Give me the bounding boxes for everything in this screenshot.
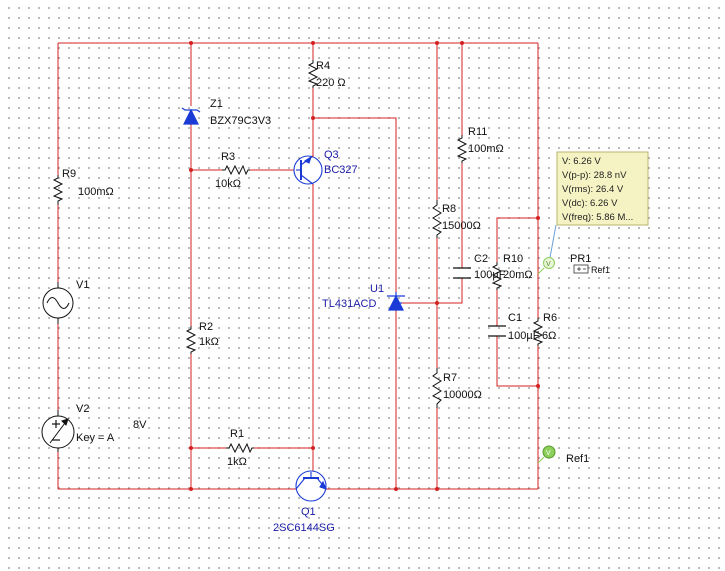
r4-value: 220 Ω	[316, 77, 346, 89]
probe-reading-vpp: V(p-p): 28.8 nV	[562, 170, 627, 181]
q3-value: BC327	[324, 164, 358, 176]
resistor-r1	[226, 442, 254, 454]
source-v1	[42, 282, 74, 324]
source-v2	[41, 410, 75, 452]
c1-value: 100µF	[508, 330, 540, 342]
junction-dot	[460, 41, 464, 45]
resistor-r6	[532, 318, 544, 346]
r8-value: 15000Ω	[442, 220, 481, 232]
r6-value: 6Ω	[542, 330, 556, 342]
junction-dot	[435, 301, 439, 305]
z1-ref: Z1	[210, 98, 223, 110]
r3-value: 10kΩ	[215, 178, 241, 190]
transistor-q1	[295, 470, 327, 502]
probe-readings: V: 6.26 V V(p-p): 28.8 nV V(rms): 26.4 V…	[562, 156, 633, 223]
r11-value: 100mΩ	[468, 143, 504, 155]
svg-text:V: V	[546, 450, 551, 457]
resistor-r10	[491, 262, 503, 290]
c1-ref: C1	[508, 312, 522, 324]
u1-value: TL431ACD	[322, 298, 376, 310]
r2-ref: R2	[199, 321, 213, 333]
probe-reading-vrms: V(rms): 26.4 V	[562, 184, 624, 195]
resistor-r2	[185, 326, 197, 354]
junction-dot	[189, 168, 193, 172]
svg-text:V: V	[546, 261, 551, 268]
junction-dot	[536, 216, 540, 220]
resistor-r9	[52, 175, 64, 205]
ref1-label: Ref1	[566, 453, 589, 465]
r7-ref: R7	[443, 372, 457, 384]
zener-z1	[181, 107, 201, 125]
regulator-u1	[387, 292, 405, 311]
v2-ref: V2	[76, 403, 89, 415]
resistor-r3	[222, 164, 250, 176]
probe-reading-v: V: 6.26 V	[562, 156, 601, 167]
wire-q3-u1	[313, 117, 397, 292]
probe-reading-vdc: V(dc): 6.26 V	[562, 198, 618, 209]
junctions	[189, 41, 540, 491]
r8-ref: R8	[442, 203, 456, 215]
probe-reading-vfreq: V(freq): 5.86 M...	[562, 212, 633, 223]
probe-ref1-icon	[573, 264, 589, 274]
junction-dot	[311, 41, 315, 45]
junction-dot	[189, 41, 193, 45]
junction-dot	[189, 446, 193, 450]
junction-dot	[394, 487, 398, 491]
r10-value: 20mΩ	[503, 269, 533, 281]
probe-pr1: V	[537, 257, 555, 275]
resistor-r4	[307, 60, 319, 88]
junction-dot	[311, 116, 315, 120]
wire-r10-top	[496, 217, 538, 262]
labels: Z1 BZX79C3V3 R4 220 Ω R3 10kΩ Q3 BC327 R…	[62, 60, 610, 534]
wire-probe-leader	[548, 224, 557, 264]
c2-ref: C2	[474, 253, 488, 265]
probe-ground-ref1: V	[537, 445, 556, 464]
z1-value: BZX79C3V3	[210, 115, 271, 127]
r2-value: 1kΩ	[199, 336, 219, 348]
r6-ref: R6	[543, 312, 557, 324]
resistor-r7	[431, 368, 442, 408]
junction-dot	[311, 446, 315, 450]
r1-value: 1kΩ	[227, 456, 247, 468]
q1-ref: Q1	[301, 506, 316, 518]
r1-ref: R1	[230, 428, 244, 440]
pr1-ref-label: Ref1	[591, 265, 610, 275]
v2-key: Key = A	[76, 432, 115, 444]
wire-c2-node	[437, 278, 463, 304]
r3-ref: R3	[221, 151, 235, 163]
v2-value: 8V	[133, 419, 147, 431]
junction-dot	[536, 384, 540, 388]
r7-value: 10000Ω	[443, 389, 482, 401]
r9-value: 100mΩ	[78, 186, 114, 198]
q3-ref: Q3	[324, 149, 339, 161]
r9-ref: R9	[62, 168, 76, 180]
resistor-r8	[431, 200, 442, 238]
u1-ref: U1	[370, 283, 384, 295]
r4-ref: R4	[316, 60, 330, 72]
r10-ref: R10	[503, 253, 523, 265]
junction-dot	[189, 487, 193, 491]
wires	[57, 42, 557, 490]
v1-ref: V1	[76, 279, 89, 291]
junction-dot	[435, 41, 439, 45]
q1-value: 2SC6144SG	[273, 522, 335, 534]
resistor-r11	[456, 135, 468, 163]
r11-ref: R11	[468, 126, 487, 138]
pr1-label: PR1	[570, 253, 591, 265]
wire-c1-bottom	[496, 336, 538, 387]
probe-readout	[556, 151, 649, 226]
transistor-q3	[293, 155, 323, 186]
c2-value: 100µF	[474, 269, 506, 281]
junction-dot	[435, 487, 439, 491]
